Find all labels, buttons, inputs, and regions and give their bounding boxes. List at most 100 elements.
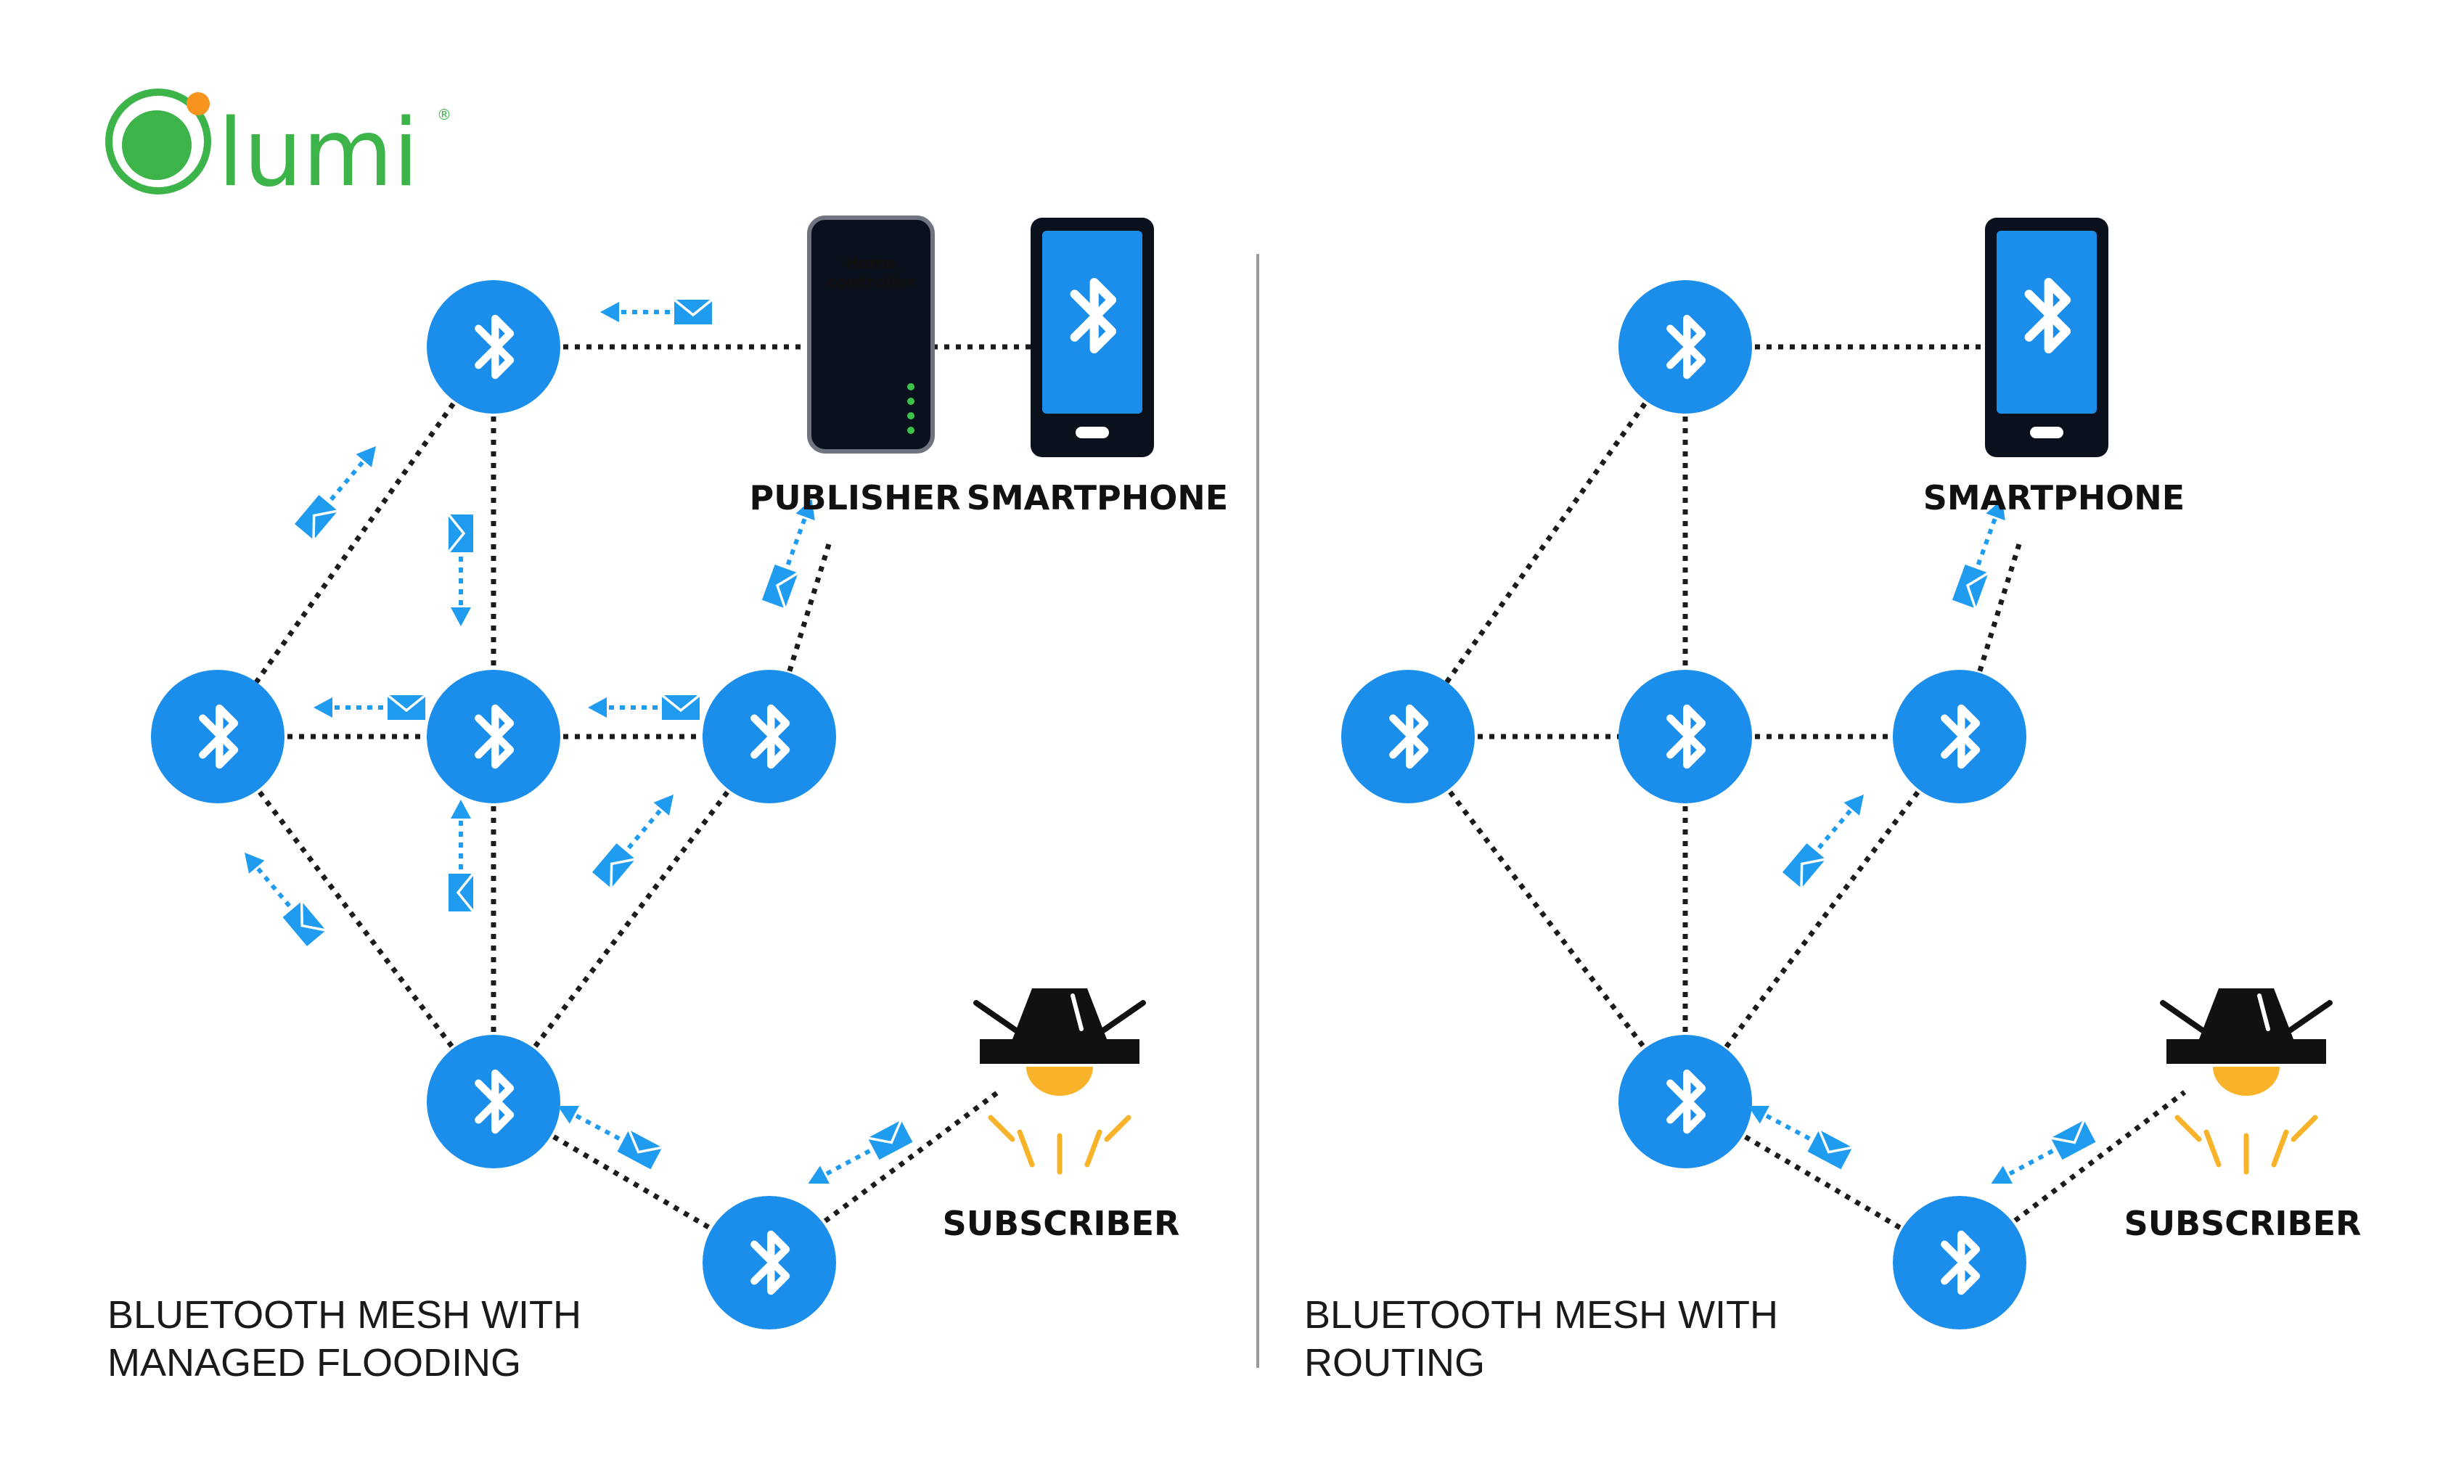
envelope-arrow-left (588, 694, 701, 721)
mesh-node-left-d (703, 670, 836, 803)
bulb-icon (1026, 1067, 1093, 1096)
mesh-node-right-c (1618, 670, 1752, 803)
publisher-label: PUBLISHER (749, 478, 960, 517)
envelope-icon (447, 872, 475, 913)
lamp-wire (2160, 1000, 2206, 1033)
envelope-arrow-right (1781, 794, 1864, 890)
mesh-node-right-e (1618, 1035, 1752, 1168)
envelope-icon (1951, 563, 1990, 610)
envelope-arrow-left (245, 852, 327, 948)
arrow-shaft (626, 808, 663, 850)
status-led (907, 398, 914, 405)
mesh-node-right-d (1893, 670, 2026, 803)
arrow-shaft (255, 866, 292, 908)
lamp-highlight (1071, 993, 1084, 1031)
subscriber-label-left: SUBSCRIBER (943, 1204, 1180, 1243)
ceiling-lamp-icon (1012, 988, 1107, 1039)
arrow-head (1986, 499, 2005, 521)
arrow-head (356, 446, 376, 467)
envelope-arrow-left (808, 1118, 914, 1184)
arrow-shaft (2007, 1149, 2054, 1176)
arrow-shaft (1817, 808, 1853, 850)
caption-left-line2: MANAGED FLOODING (107, 1341, 521, 1385)
logo-dot (122, 110, 192, 180)
mesh-link-right (1406, 345, 1687, 739)
mesh-link-right (1406, 734, 1687, 1104)
envelope-arrow-left (293, 446, 376, 541)
envelope-icon (1781, 842, 1827, 890)
lumi-logo: lumi ® (105, 89, 451, 208)
light-ray (2203, 1129, 2222, 1168)
envelope-icon (866, 1118, 914, 1161)
envelope-arrow-left (591, 794, 674, 890)
envelope-icon (761, 563, 800, 610)
light-ray (1104, 1115, 1131, 1142)
lamp-highlight (2257, 993, 2270, 1031)
lamp-wire (973, 1000, 1019, 1033)
smartphone-label-left: SMARTPHONE (967, 478, 1228, 517)
logo-ring (105, 89, 211, 194)
envelope-arrow-right (1951, 499, 2005, 610)
arrow-shaft (574, 1113, 621, 1141)
envelope-arrow-left (447, 800, 475, 913)
mesh-link-left (216, 734, 496, 1104)
arrow-head (1748, 1105, 1770, 1124)
arrow-shaft (1976, 517, 1997, 566)
mesh-node-right-b (1341, 670, 1475, 803)
envelope-arrow-right (1748, 1105, 1854, 1171)
mesh-node-left-a (427, 280, 560, 414)
home-controller: Home controller (807, 216, 935, 454)
arrow-shaft (785, 517, 807, 566)
arrow-head (653, 794, 674, 816)
arrow-head (808, 1165, 830, 1184)
arrow-head (451, 800, 471, 819)
caption-right-line1: BLUETOOTH MESH WITH (1304, 1293, 1778, 1337)
arrow-head (600, 302, 619, 322)
lamp-wire (2287, 1000, 2333, 1033)
subscriber-lamp-left (973, 988, 1146, 1175)
status-led (907, 412, 914, 419)
mesh-link-right (1683, 734, 1962, 1104)
envelope-arrow-left (314, 694, 427, 721)
light-ray (2174, 1115, 2202, 1142)
light-ray (1084, 1129, 1102, 1168)
light-ray (2291, 1115, 2318, 1142)
smartphone-label-right: SMARTPHONE (1923, 478, 2185, 517)
logo-accent-dot (187, 92, 210, 115)
status-led (907, 427, 914, 434)
arrow-head (1991, 1165, 2013, 1184)
light-ray (2271, 1129, 2289, 1168)
envelope-icon (293, 493, 340, 541)
envelope-icon (615, 1128, 664, 1171)
light-ray (988, 1115, 1015, 1142)
phone-home-button (1076, 427, 1109, 438)
ceiling-lamp-icon (2199, 988, 2293, 1039)
envelope-arrow-left (447, 513, 475, 626)
light-ray (1017, 1129, 1035, 1168)
envelope-arrow-right (1991, 1118, 2097, 1184)
arrow-head (314, 697, 332, 718)
envelope-icon (447, 513, 475, 554)
lamp-base (2166, 1039, 2326, 1064)
home-controller-text-line1: Home (845, 255, 896, 273)
arrow-head (795, 499, 815, 521)
arrow-shaft (824, 1149, 871, 1176)
mesh-link-left (491, 734, 771, 1104)
arrow-shaft (329, 460, 365, 501)
bulb-icon (2213, 1067, 2280, 1096)
arrow-head (588, 697, 607, 718)
smartphone-left (1031, 218, 1154, 457)
smartphone-right (1985, 218, 2108, 457)
envelope-icon (1806, 1128, 1854, 1171)
logo-registered-mark: ® (437, 106, 451, 123)
arrow-shaft (1764, 1113, 1811, 1141)
arrow-head (451, 607, 471, 626)
envelope-icon (673, 298, 713, 326)
home-controller-text-line2: controller (827, 274, 914, 292)
status-led (907, 383, 914, 390)
mesh-node-left-c (427, 670, 560, 803)
home-controller-icon (807, 216, 935, 454)
envelope-arrow-left (761, 499, 815, 610)
lamp-base (980, 1039, 1139, 1064)
